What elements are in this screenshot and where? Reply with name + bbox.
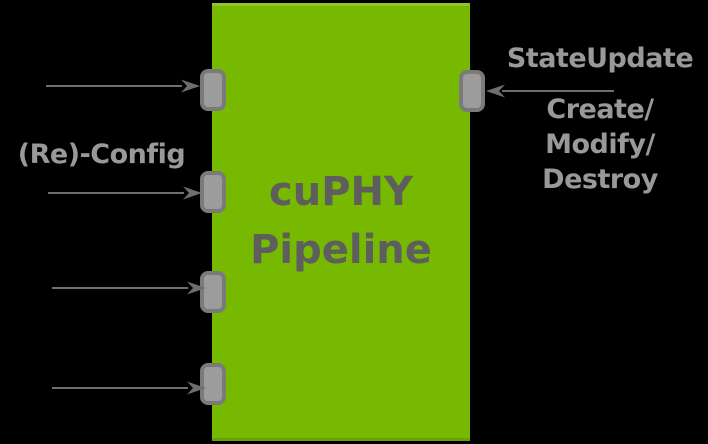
port-left-4 bbox=[200, 363, 226, 405]
lifecycle-label-destroy: Destroy bbox=[542, 164, 658, 195]
port-left-1 bbox=[200, 69, 226, 111]
pipeline-title-line2: Pipeline bbox=[250, 227, 432, 273]
reconfig-label: (Re)-Config bbox=[17, 139, 186, 170]
pipeline-title-line1: cuPHY bbox=[269, 169, 413, 215]
lifecycle-label-create: Create/ bbox=[546, 94, 654, 125]
port-left-3 bbox=[200, 271, 226, 313]
arrow-right-icon bbox=[48, 186, 202, 200]
lifecycle-label: Create/ Modify/ Destroy bbox=[505, 92, 695, 197]
port-left-2 bbox=[200, 171, 226, 213]
pipeline-title: cuPHY Pipeline bbox=[212, 163, 470, 279]
pipeline-box bbox=[212, 3, 470, 441]
state-update-label: StateUpdate bbox=[506, 43, 694, 74]
arrow-right-icon bbox=[46, 79, 200, 93]
arrow-right-icon bbox=[52, 381, 206, 395]
arrow-right-icon bbox=[52, 281, 206, 295]
lifecycle-label-modify: Modify/ bbox=[545, 129, 655, 160]
port-right-1 bbox=[459, 70, 485, 112]
arrow-left-icon bbox=[486, 84, 614, 98]
